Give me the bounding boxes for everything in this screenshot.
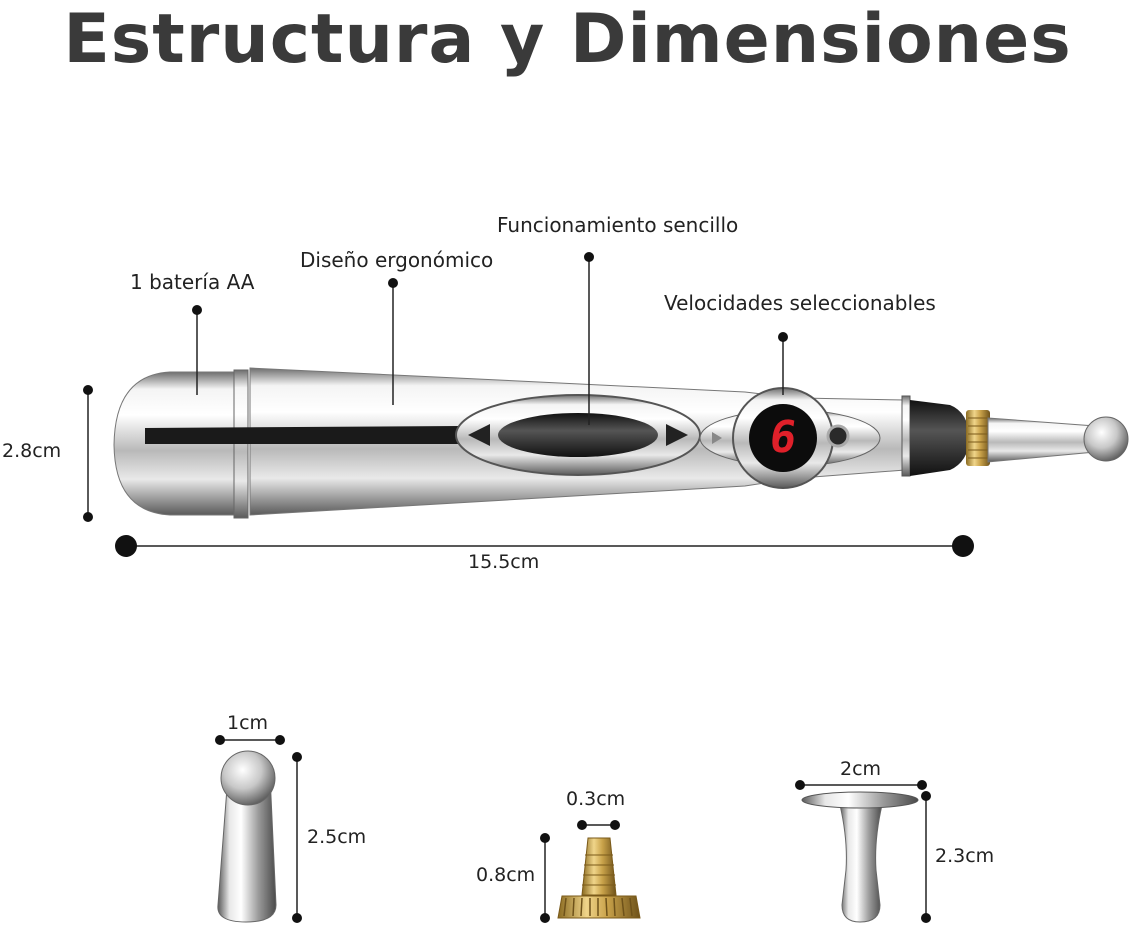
page-title: Estructura y Dimensiones xyxy=(63,0,1072,79)
flat-tip-accessory xyxy=(795,780,931,923)
label-ball-tip-width: 1cm xyxy=(227,712,269,734)
label-speeds: Velocidades seleccionables xyxy=(664,291,936,315)
label-needle-tip-height: 0.8cm xyxy=(476,864,536,886)
needle-tip-accessory xyxy=(540,820,641,923)
label-pen-height: 2.8cm xyxy=(2,440,62,462)
display-digit: 6 xyxy=(766,412,800,463)
label-needle-tip-width: 0.3cm xyxy=(566,788,626,810)
label-flat-tip-width: 2cm xyxy=(840,758,882,780)
pen-body xyxy=(113,367,1129,519)
label-flat-tip-height: 2.3cm xyxy=(935,845,995,867)
ball-tip-accessory xyxy=(215,735,302,923)
speed-display xyxy=(749,404,817,472)
label-battery: 1 batería AA xyxy=(130,270,255,294)
label-ergonomic: Diseño ergonómico xyxy=(300,248,494,272)
label-pen-length: 15.5cm xyxy=(468,551,540,573)
power-button-icon xyxy=(826,424,850,448)
label-operation: Funcionamiento sencillo xyxy=(497,213,739,237)
label-ball-tip-height: 2.5cm xyxy=(307,826,367,848)
